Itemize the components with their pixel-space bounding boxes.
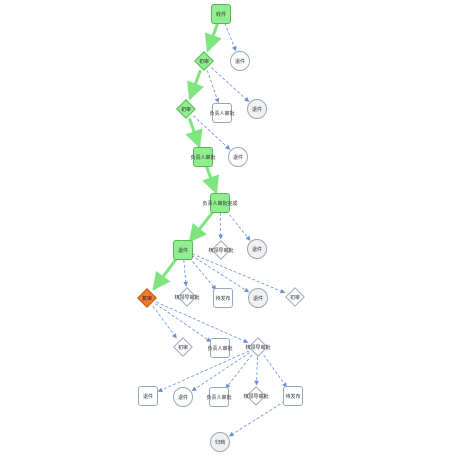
edge-n20-n22	[191, 352, 250, 392]
node-label: 退件	[252, 295, 263, 302]
node-label: 负责人审批	[209, 110, 235, 117]
node-n4-diamond[interactable]: 初审	[176, 99, 196, 119]
edge-n1-n2	[204, 22, 222, 53]
node-label: 退件	[232, 154, 243, 161]
edge-n9-n12	[225, 210, 251, 241]
node-label: 收件	[215, 11, 226, 18]
node-n6-circle[interactable]: 退件	[247, 99, 267, 119]
edge-n9-n10	[188, 209, 215, 243]
node-label: 复审	[141, 295, 152, 302]
node-label: 退件	[234, 58, 245, 65]
edge-n10-n14	[189, 257, 217, 290]
node-n7-rect[interactable]: 负责人审批	[190, 147, 216, 167]
node-n11-diamond[interactable]: 核领导审批	[208, 240, 234, 260]
node-n19-rect[interactable]: 负责人审批	[207, 338, 233, 358]
edge-n4-n8	[193, 115, 231, 150]
edge-n2-n5	[206, 70, 220, 104]
edge-n7-n9	[202, 165, 220, 195]
edge-n4-n7	[185, 117, 203, 149]
node-label: 初审	[198, 58, 209, 65]
node-label: 初审	[180, 106, 191, 113]
node-n21-rect[interactable]: 退件	[138, 386, 158, 406]
edge-n25-n26	[228, 400, 285, 437]
edge-n1-n3	[224, 23, 237, 52]
node-n13-diamond[interactable]: 核领导审批	[174, 287, 200, 307]
node-label: 核领导审批	[174, 294, 200, 301]
edge-n20-n23	[225, 354, 253, 389]
edge-n17-n20	[155, 301, 249, 344]
node-label: 退件	[251, 106, 262, 113]
edge-n10-n13	[183, 259, 189, 287]
edge-n17-n18	[152, 305, 177, 339]
node-label: 负责人审批	[206, 394, 232, 401]
node-label: 核领导审批	[243, 393, 269, 400]
node-n3-circle[interactable]: 退件	[230, 51, 250, 71]
node-n9-rect[interactable]: 负责人审批完成	[203, 193, 238, 213]
node-label: 退件	[142, 393, 153, 400]
node-n1-rect[interactable]: 收件	[211, 4, 231, 24]
edge-n10-n16	[192, 253, 286, 294]
node-n24-diamond[interactable]: 核领导审批	[243, 386, 269, 406]
node-label: 负责人审批完成	[202, 200, 238, 207]
node-label: 待发布	[215, 295, 231, 302]
node-n17-diamond[interactable]: 复审	[137, 288, 157, 308]
node-n23-rect[interactable]: 负责人审批	[206, 387, 232, 407]
node-n16-diamond[interactable]: 初审	[285, 287, 305, 307]
node-n2-diamond[interactable]: 初审	[194, 51, 214, 71]
node-label: 退件	[177, 394, 188, 401]
node-n18-diamond[interactable]: 初审	[173, 337, 193, 357]
edge-n20-n24	[254, 356, 260, 386]
node-n14-rect[interactable]: 待发布	[213, 288, 233, 308]
node-label: 退件	[251, 246, 262, 253]
node-n10-rect[interactable]: 退件	[173, 240, 193, 260]
node-n22-circle[interactable]: 退件	[173, 387, 193, 407]
node-label: 归档	[214, 439, 225, 446]
node-n8-circle[interactable]: 退件	[228, 147, 248, 167]
node-n20-diamond[interactable]: 核领导审批	[245, 337, 271, 357]
edge-n10-n15	[191, 255, 250, 293]
node-n12-circle[interactable]: 退件	[247, 239, 267, 259]
edge-n17-n19	[155, 303, 212, 343]
edge-n2-n4	[187, 69, 204, 101]
node-n26-circle[interactable]: 归档	[210, 432, 230, 452]
edge-n20-n21	[157, 350, 250, 392]
node-label: 负责人审批	[190, 154, 216, 161]
node-label: 退件	[177, 247, 188, 254]
node-label: 初审	[289, 294, 300, 301]
node-label: 负责人审批	[207, 345, 233, 352]
node-label: 初审	[177, 344, 188, 351]
node-n25-rect[interactable]: 待发布	[283, 386, 303, 406]
node-label: 待发布	[285, 393, 301, 400]
node-n5-rect[interactable]: 负责人审批	[209, 103, 235, 123]
edge-n20-n25	[263, 354, 287, 388]
node-n15-circle[interactable]: 退件	[248, 288, 268, 308]
edge-n2-n6	[211, 67, 250, 102]
edge-n10-n17	[152, 257, 179, 291]
node-label: 核领导审批	[208, 247, 234, 254]
node-label: 核领导审批	[245, 344, 271, 351]
edge-n9-n11	[218, 212, 224, 240]
